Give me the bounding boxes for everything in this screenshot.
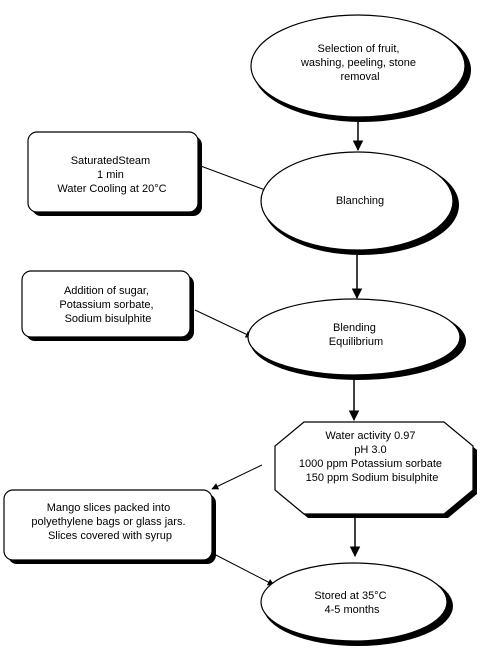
water-activity-line-3: 1000 ppm Potassium sorbate	[299, 458, 442, 470]
note-additives: Addition of sugar, Potassium sorbate, So…	[21, 270, 194, 341]
node-water-activity: Water activity 0.97 pH 3.0 1000 ppm Pota…	[274, 421, 477, 518]
steam-line-2: 1 min	[97, 169, 124, 181]
svg-text:SaturatedSteam 1 min: SaturatedSteam 1 min Water Cooling at 20…	[57, 155, 166, 195]
svg-text:Stored at 35°C 4-5 month: Stored at 35°C 4-5 months	[314, 590, 389, 616]
node-blanching: Blanching	[260, 151, 459, 255]
node-stored: Stored at 35°C 4-5 months	[260, 562, 453, 646]
svg-text:Addition of sugar, Potas: Addition of sugar, Potassium sorbate, So…	[59, 285, 156, 325]
selection-line-3: removal	[340, 71, 379, 83]
note-packing: Mango slices packed into polyethylene ba…	[3, 489, 216, 564]
steam-line-1: SaturatedSteam	[71, 155, 151, 167]
svg-text:Blanching: Blanching	[336, 195, 384, 207]
steam-line-3: Water Cooling at 20°C	[57, 183, 166, 195]
additives-line-2: Potassium sorbate,	[59, 299, 153, 311]
blanching-line-1: Blanching	[336, 195, 384, 207]
arrow-additives-to-blending	[194, 309, 253, 338]
selection-line-2: washing, peeling, stone	[300, 57, 416, 69]
water-activity-line-2: pH 3.0	[354, 444, 386, 456]
svg-text:Selection of fruit, wash: Selection of fruit, washing, peeling, st…	[300, 43, 419, 83]
packing-line-3: Slices covered with syrup	[48, 530, 172, 542]
selection-line-1: Selection of fruit,	[318, 43, 400, 55]
additives-line-3: Sodium bisulphite	[65, 313, 152, 325]
arrow-water-activity-to-packing	[211, 464, 263, 490]
svg-text:Blending Equilibrium: Blending Equilibrium	[329, 322, 383, 348]
note-steam: SaturatedSteam 1 min Water Cooling at 20…	[27, 131, 202, 216]
svg-text:Water activity 0.97 pH 3: Water activity 0.97 pH 3.0 1000 ppm Pota…	[299, 430, 445, 484]
svg-text:Mango slices packed into: Mango slices packed into polyethylene ba…	[31, 502, 188, 542]
arrow-packing-to-stored	[211, 552, 275, 586]
stored-line-1: Stored at 35°C	[314, 590, 386, 602]
water-activity-line-1: Water activity 0.97	[325, 430, 415, 442]
node-selection: Selection of fruit, washing, peeling, st…	[250, 14, 471, 122]
arrow-steam-to-blanching	[197, 164, 277, 196]
stored-line-2: 4-5 months	[324, 604, 380, 616]
blending-line-1: Blending	[333, 322, 376, 334]
packing-line-1: Mango slices packed into	[47, 502, 171, 514]
packing-line-2: polyethylene bags or glass jars.	[31, 516, 185, 528]
node-blending: Blending Equilibrium	[247, 298, 466, 380]
water-activity-line-4: 150 ppm Sodium bisulphite	[306, 472, 439, 484]
additives-line-1: Addition of sugar,	[64, 285, 149, 297]
blending-line-2: Equilibrium	[329, 336, 383, 348]
